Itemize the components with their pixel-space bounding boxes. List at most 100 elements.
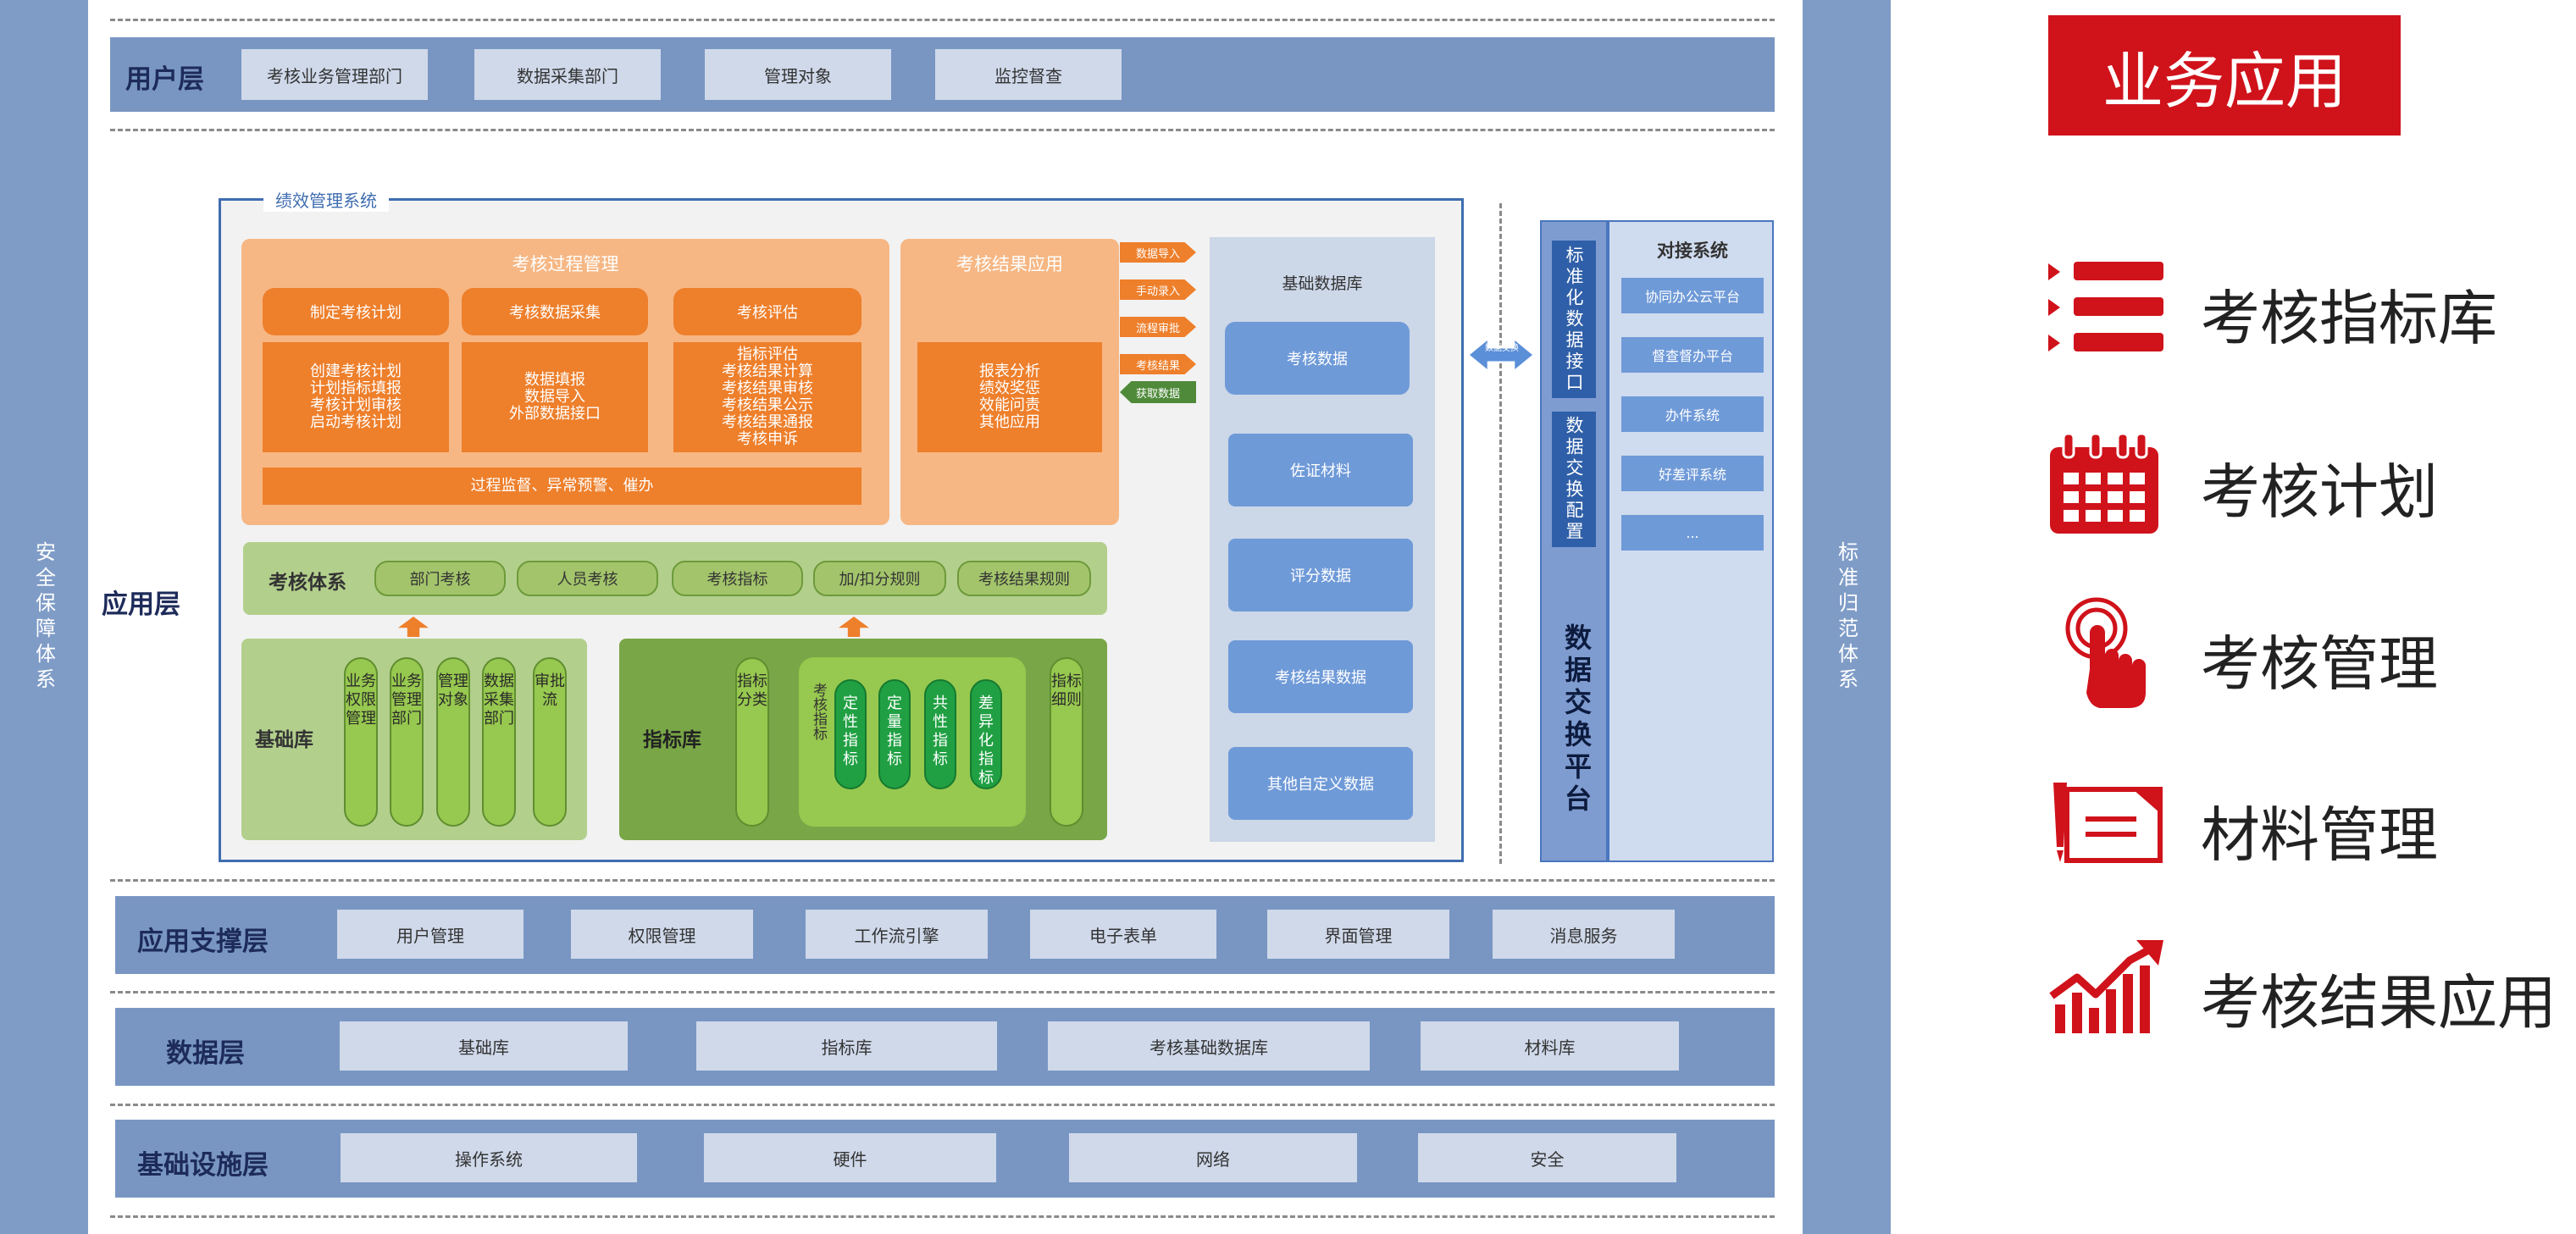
legend-item-label: 材料管理	[2201, 800, 2438, 870]
docking-item: 协同办公云平台	[1621, 278, 1764, 313]
process-monitor: 过程监督、异常预警、催办	[263, 468, 861, 505]
docking-item: 好差评系统	[1621, 456, 1764, 491]
docking-systems: 对接系统 协同办公云平台 督查督办平台 办件系统 好差评系统 ...	[1608, 220, 1774, 862]
separator	[110, 129, 1775, 131]
support-item: 权限管理	[571, 910, 753, 959]
process-management-title: 考核过程管理	[512, 254, 619, 274]
process-management-panel: 考核过程管理 制定考核计划 考核数据采集 考核评估 创建考核计划 计划指标填报 …	[241, 239, 889, 525]
foundation-item: 业务管理部门	[390, 657, 424, 827]
legend-header-label: 业务应用	[2102, 45, 2346, 117]
indicator-inner-label: 考核指标	[810, 683, 827, 740]
growth-chart-icon	[2048, 940, 2163, 1035]
data-layer: 数据层 基础库 指标库 考核基础数据库 材料库	[115, 1008, 1775, 1086]
arrow-result: 考核结果	[1120, 354, 1196, 374]
assessment-system-item: 考核指标	[672, 561, 803, 596]
user-layer-item: 考核业务管理部门	[241, 49, 428, 100]
assessment-system-item: 部门考核	[374, 561, 506, 596]
legend-item-label: 考核结果应用	[2201, 968, 2557, 1038]
separator	[110, 879, 1775, 882]
user-layer-item: 数据采集部门	[474, 49, 661, 100]
foundation-library-title: 基础库	[255, 729, 313, 751]
docking-systems-title: 对接系统	[1657, 241, 1728, 261]
indicator-library-title: 指标库	[643, 729, 701, 751]
base-db-item: 考核结果数据	[1228, 640, 1413, 713]
indicator-type: 共性指标	[924, 679, 956, 789]
arrow-data-import: 数据导入	[1120, 242, 1196, 263]
calendar-icon	[2048, 432, 2160, 535]
user-layer-title: 用户层	[125, 64, 204, 95]
indicator-type: 定量指标	[878, 679, 911, 789]
process-step: 考核数据采集	[462, 288, 648, 335]
assessment-system-title: 考核体系	[269, 572, 346, 594]
user-layer-item: 管理对象	[705, 49, 891, 100]
infra-item: 操作系统	[341, 1133, 637, 1182]
support-item: 用户管理	[337, 910, 524, 959]
base-database-column: 基础数据库 考核数据 佐证材料 评分数据 考核结果数据 其他自定义数据	[1210, 237, 1435, 842]
base-db-item: 其他自定义数据	[1228, 747, 1413, 820]
security-system-label: 安全保障体系	[31, 540, 56, 694]
indicator-type: 差异化指标	[970, 679, 1002, 789]
process-detail: 指标评估 考核结果计算 考核结果审核 考核结果公示 考核结果通报 考核申诉	[673, 342, 861, 452]
support-layer-title: 应用支撑层	[137, 927, 269, 957]
infra-item: 网络	[1069, 1133, 1357, 1182]
standards-system-label: 标准归范体系	[1834, 540, 1859, 694]
hand-pointer-icon	[2063, 593, 2156, 711]
foundation-library-panel: 基础库 业务权限管理 业务管理部门 管理对象 数据采集部门 审批流	[241, 639, 587, 840]
data-layer-item: 基础库	[340, 1021, 628, 1071]
app-layer-title: 应用层	[102, 589, 180, 620]
separator	[110, 991, 1775, 993]
base-db-item: 考核数据	[1225, 322, 1410, 395]
base-database-title: 基础数据库	[1282, 274, 1363, 293]
indicator-rules: 指标细则	[1050, 657, 1083, 827]
exchange-platform-label: 数据交换平台	[1560, 623, 1593, 816]
data-layer-item: 材料库	[1421, 1021, 1679, 1071]
indicator-library-panel: 指标库 指标分类 考核指标 定性指标 定量指标 共性指标 差异化指标 指标细则	[619, 639, 1107, 840]
docking-item: 督查督办平台	[1621, 337, 1764, 373]
support-item: 工作流引擎	[806, 910, 988, 959]
document-pen-icon	[2048, 779, 2163, 866]
docking-item: 办件系统	[1621, 396, 1764, 432]
legend-item-label: 考核管理	[2201, 629, 2438, 699]
process-detail: 创建考核计划 计划指标填报 考核计划审核 启动考核计划	[263, 342, 449, 452]
performance-system-title: 绩效管理系统	[263, 187, 389, 212]
exchange-config-label: 数据交换配置	[1564, 416, 1584, 543]
assessment-system-item: 人员考核	[517, 561, 658, 596]
infrastructure-layer: 基础设施层 操作系统 硬件 网络 安全	[115, 1120, 1775, 1198]
base-db-item: 评分数据	[1228, 539, 1413, 611]
assessment-system-panel: 考核体系 部门考核 人员考核 考核指标 加/扣分规则 考核结果规则	[243, 542, 1107, 615]
indicator-category: 指标分类	[735, 657, 769, 827]
arrow-approval: 流程审批	[1120, 317, 1196, 337]
standard-interface-box: 标准化数据接口	[1552, 241, 1596, 398]
infra-item: 硬件	[704, 1133, 996, 1182]
foundation-item: 管理对象	[436, 657, 470, 827]
legend-item-label: 考核计划	[2201, 457, 2438, 527]
data-exchange-arrow-label: 数据交换	[1485, 344, 1519, 353]
security-system-bar: 安全保障体系	[0, 0, 88, 1234]
exchange-config-box: 数据交换配置	[1552, 412, 1596, 547]
support-item: 界面管理	[1267, 910, 1449, 959]
arrow-manual-entry: 手动录入	[1120, 279, 1196, 300]
divider-dashed	[1499, 203, 1502, 864]
arrow-fetch-data: 获取数据	[1120, 381, 1196, 403]
assessment-system-item: 加/扣分规则	[813, 561, 946, 596]
standards-system-bar: 标准归范体系	[1803, 0, 1891, 1234]
user-layer-item: 监控督查	[935, 49, 1122, 100]
data-layer-title: 数据层	[166, 1038, 245, 1069]
support-layer: 应用支撑层 用户管理 权限管理 工作流引擎 电子表单 界面管理 消息服务	[115, 896, 1775, 974]
user-layer: 用户层 考核业务管理部门 数据采集部门 管理对象 监控督查	[110, 37, 1775, 112]
foundation-item: 审批流	[533, 657, 567, 827]
process-detail: 数据填报 数据导入 外部数据接口	[462, 342, 648, 452]
result-application-title: 考核结果应用	[956, 254, 1063, 274]
legend-header: 业务应用	[2048, 15, 2401, 136]
list-icon	[2048, 258, 2163, 358]
base-db-item: 佐证材料	[1228, 434, 1413, 506]
infrastructure-layer-title: 基础设施层	[137, 1150, 269, 1181]
indicator-type: 定性指标	[834, 679, 867, 789]
process-step: 制定考核计划	[263, 288, 449, 335]
foundation-item: 业务权限管理	[344, 657, 378, 827]
result-application-panel: 考核结果应用 报表分析 绩效奖惩 效能问责 其他应用	[900, 239, 1119, 525]
support-item: 消息服务	[1493, 910, 1675, 959]
legend-item-label: 考核指标库	[2201, 284, 2497, 353]
data-layer-item: 考核基础数据库	[1048, 1021, 1370, 1071]
foundation-item: 数据采集部门	[482, 657, 516, 827]
